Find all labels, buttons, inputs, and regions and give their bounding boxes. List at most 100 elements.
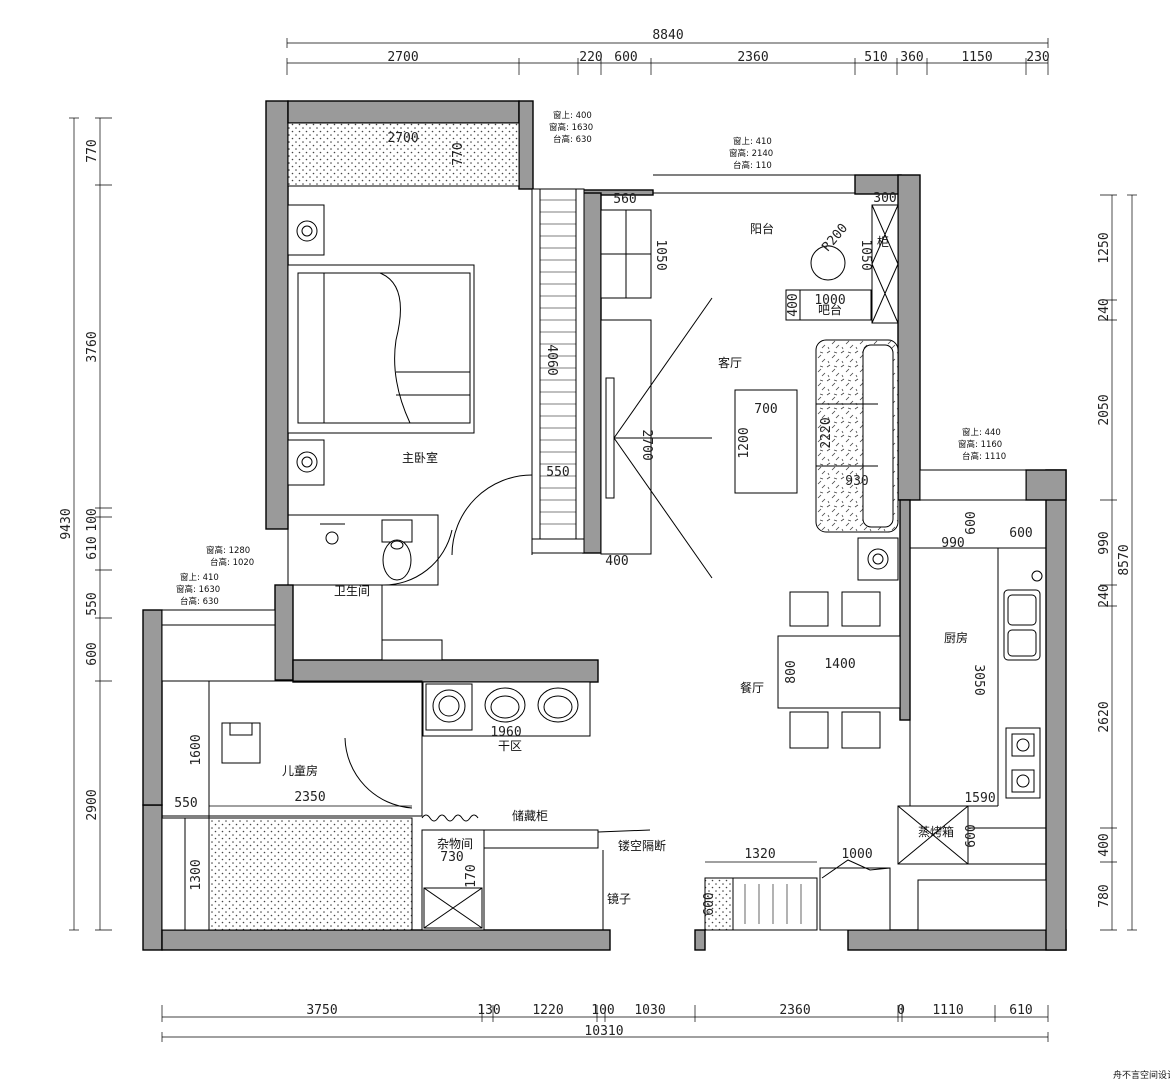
- watermark: 舟不言空间设计: [1113, 1069, 1170, 1080]
- coffee-table: [734, 389, 798, 494]
- right-dimension-lines: [1100, 194, 1137, 931]
- k-1590-dim: 1590: [964, 791, 995, 806]
- washbasin: [320, 523, 345, 545]
- cabinet-label: 柜: [877, 235, 889, 249]
- side-table: [857, 537, 899, 581]
- balcony-label: 阳台: [750, 221, 774, 236]
- top-dim-7: 1150: [961, 50, 992, 65]
- left-dim-6: 600: [85, 642, 100, 665]
- wardrobe-length-dim: 4060: [544, 344, 559, 375]
- bathroom-door-swing[interactable]: [381, 529, 453, 586]
- bottom-dim-4: 100: [591, 1003, 614, 1018]
- right-dim-7: 400: [1097, 833, 1112, 856]
- toilet: [381, 519, 413, 581]
- coffee-l-dim: 1200: [737, 427, 752, 458]
- top-dim-2: 220: [579, 50, 602, 65]
- bay-window-seat: [287, 122, 520, 187]
- dry-area-label: 干区: [498, 739, 522, 753]
- kid-1300-dim: 1300: [189, 859, 204, 890]
- top-dim-4: 2360: [737, 50, 768, 65]
- bar-depth-dim: 400: [786, 293, 801, 316]
- right-dim-4: 990: [1097, 531, 1112, 554]
- kids-door-swing[interactable]: [344, 737, 413, 809]
- table-l-dim: 1400: [824, 657, 855, 672]
- dining-table: [777, 635, 901, 709]
- dining-room-label: 餐厅: [740, 680, 764, 695]
- bar-len-dim: 1000: [814, 293, 845, 308]
- entry-bench: [819, 859, 891, 931]
- tv-wall-cabinet: [600, 297, 713, 579]
- table-w-dim: 800: [784, 660, 799, 683]
- bottom-total-dim: 10310: [584, 1024, 623, 1039]
- left-dim-4: 610: [85, 536, 100, 559]
- bottom-dim-5: 1030: [634, 1003, 665, 1018]
- bot-600-dim: 600: [702, 892, 717, 915]
- balcony-cab-h-dim: 1050: [653, 239, 668, 270]
- sofa: [815, 339, 899, 533]
- tv-wall-dim: 2700: [639, 429, 654, 460]
- right-dim-5: 240: [1097, 584, 1112, 607]
- window-note-5: 窗上: 410 窗高: 1630 台高: 630: [176, 572, 220, 607]
- gas-stove: [1005, 727, 1041, 799]
- k-600b-dim: 600: [1009, 526, 1032, 541]
- bar-h-dim: 1050: [858, 239, 873, 270]
- bathroom-area: [287, 514, 439, 586]
- right-dim-6: 2620: [1097, 701, 1112, 732]
- dry-area-counter: [422, 681, 591, 737]
- bathroom-label: 卫生间: [334, 584, 370, 598]
- right-dim-2: 240: [1097, 298, 1112, 321]
- left-dim-5: 550: [85, 592, 100, 615]
- left-dimension-lines: [69, 117, 112, 931]
- svg-text:窗高: 2140: 窗高: 2140: [729, 148, 773, 159]
- k-3050-dim: 3050: [971, 664, 986, 695]
- bottom-dimension-lines: [161, 1005, 1049, 1042]
- right-dim-3: 2050: [1097, 394, 1112, 425]
- svg-text:窗高: 1160: 窗高: 1160: [958, 439, 1002, 450]
- round-table: [810, 245, 846, 281]
- bottom-dim-2: 130: [477, 1003, 500, 1018]
- balcony-cab-dim: 560: [613, 192, 636, 207]
- top-dimension-lines: [286, 38, 1049, 75]
- top-dim-5: 510: [864, 50, 887, 65]
- storage-cabinet: [483, 829, 599, 849]
- window-note-4: 窗高: 1280 台高: 1020: [206, 545, 254, 568]
- mirror-label: 镜子: [607, 891, 631, 906]
- svg-text:台高: 630: 台高: 630: [553, 134, 592, 145]
- top-dim-1: 2700: [387, 50, 418, 65]
- kitchen-sink: [1003, 570, 1043, 661]
- living-room-label: 客厅: [718, 355, 742, 370]
- svg-text:窗上: 440: 窗上: 440: [962, 427, 1001, 438]
- dry-len-dim: 1960: [490, 725, 521, 740]
- utility-room-label: 杂物间: [437, 837, 473, 851]
- svg-text:窗上: 410: 窗上: 410: [733, 136, 772, 147]
- curtain: [421, 814, 479, 822]
- nightstand-bottom: [287, 439, 325, 486]
- bedroom-door-swing[interactable]: [451, 474, 533, 556]
- k-600a-dim: 600: [964, 511, 979, 534]
- svg-text:台高: 630: 台高: 630: [180, 596, 219, 607]
- top-dim-8: 230: [1026, 50, 1049, 65]
- sofa-l-dim: 2220: [819, 417, 834, 448]
- storage-cabinet-label: 储藏柜: [512, 808, 548, 823]
- walls: [142, 100, 1067, 951]
- shoe-bench: [704, 877, 734, 931]
- left-dim-2: 3760: [85, 331, 100, 362]
- dining-chairs: [789, 591, 881, 749]
- left-dim-7: 2900: [85, 789, 100, 820]
- steamer-label: 蒸烤箱: [918, 824, 954, 839]
- window-note-1: 窗上: 400 窗高: 1630 台高: 630: [549, 110, 593, 145]
- bottom-dim-9: 610: [1009, 1003, 1032, 1018]
- bottom-dim-1: 3750: [306, 1003, 337, 1018]
- svg-text:窗上: 400: 窗上: 400: [553, 110, 592, 121]
- bar-counter-label: 吧台: [818, 302, 842, 317]
- bottom-dim-7: 0: [897, 1003, 905, 1018]
- left-total-dim: 9430: [59, 508, 74, 539]
- kids-window: [161, 609, 276, 626]
- window-note-2: 窗上: 410 窗高: 2140 台高: 110: [729, 136, 773, 171]
- nightstand-top: [287, 204, 325, 256]
- svg-text:台高: 110: 台高: 110: [733, 160, 772, 171]
- bot-1000-dim: 1000: [841, 847, 872, 862]
- svg-text:窗高: 1630: 窗高: 1630: [176, 584, 220, 595]
